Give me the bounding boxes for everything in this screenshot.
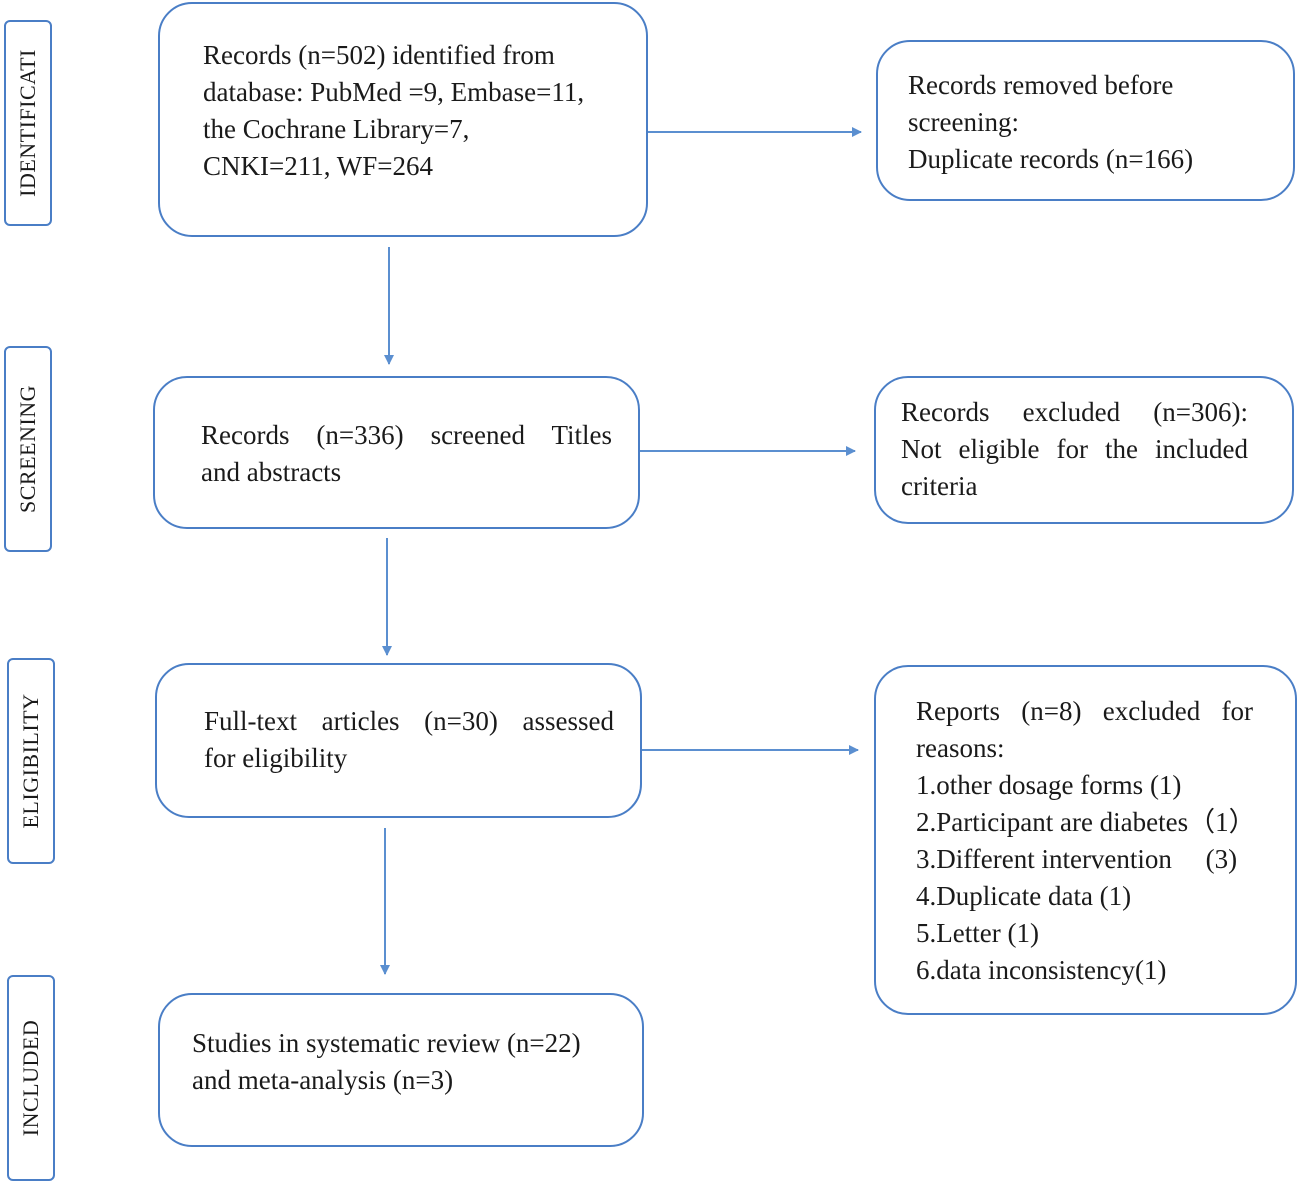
identification-line-1: Records (n=502) identified from bbox=[203, 40, 555, 70]
reports-reason-4: 4.Duplicate data (1) bbox=[916, 881, 1132, 911]
removed-box: Records removed before screening: Duplic… bbox=[876, 40, 1295, 201]
stage-eligibility: ELIGIBILITY bbox=[7, 658, 55, 864]
reports-reason-3: 3.Different intervention (3) bbox=[916, 844, 1238, 874]
excluded-line-1: Records excluded (n=306): bbox=[901, 397, 1248, 427]
included-box: Studies in systematic review (n=22) and … bbox=[158, 993, 644, 1147]
reports-reason-2: 2.Participant are diabetes（1） bbox=[916, 807, 1256, 837]
reports-reason-5: 5.Letter (1) bbox=[916, 918, 1039, 948]
reports-line-2: reasons: bbox=[916, 733, 1005, 763]
identification-box: Records (n=502) identified from database… bbox=[158, 2, 648, 237]
reports-line-1: Reports (n=8) excluded for bbox=[916, 696, 1253, 726]
removed-line-3: Duplicate records (n=166) bbox=[908, 144, 1194, 174]
screening-line-2: and abstracts bbox=[201, 457, 342, 487]
excluded-box: Records excluded (n=306): Not eligible f… bbox=[874, 376, 1294, 524]
identification-line-2: database: PubMed =9, Embase=11, bbox=[203, 77, 585, 107]
stage-included: INCLUDED bbox=[7, 975, 55, 1181]
eligibility-box: Full-text articles (n=30) assessed for e… bbox=[155, 663, 642, 818]
screening-line-1: Records (n=336) screened Titles bbox=[201, 420, 612, 450]
excluded-line-2: Not eligible for the included bbox=[901, 434, 1248, 464]
stage-identification: IDENTIFICATI bbox=[4, 20, 52, 226]
stage-screening: SCREENING bbox=[4, 346, 52, 552]
identification-line-3: the Cochrane Library=7, bbox=[203, 114, 470, 144]
reports-reason-1: 1.other dosage forms (1) bbox=[916, 770, 1182, 800]
excluded-line-3: criteria bbox=[901, 471, 978, 501]
eligibility-line-1: Full-text articles (n=30) assessed bbox=[204, 706, 614, 736]
eligibility-line-2: for eligibility bbox=[204, 743, 348, 773]
removed-line-2: screening: bbox=[908, 107, 1019, 137]
identification-line-4: CNKI=211, WF=264 bbox=[203, 151, 433, 181]
removed-line-1: Records removed before bbox=[908, 70, 1174, 100]
reports-box: Reports (n=8) excluded for reasons: 1.ot… bbox=[874, 665, 1297, 1015]
screening-box: Records (n=336) screened Titles and abst… bbox=[153, 376, 640, 529]
reports-reason-6: 6.data inconsistency(1) bbox=[916, 955, 1167, 985]
included-line-2: and meta-analysis (n=3) bbox=[192, 1065, 454, 1095]
included-line-1: Studies in systematic review (n=22) bbox=[192, 1028, 581, 1058]
